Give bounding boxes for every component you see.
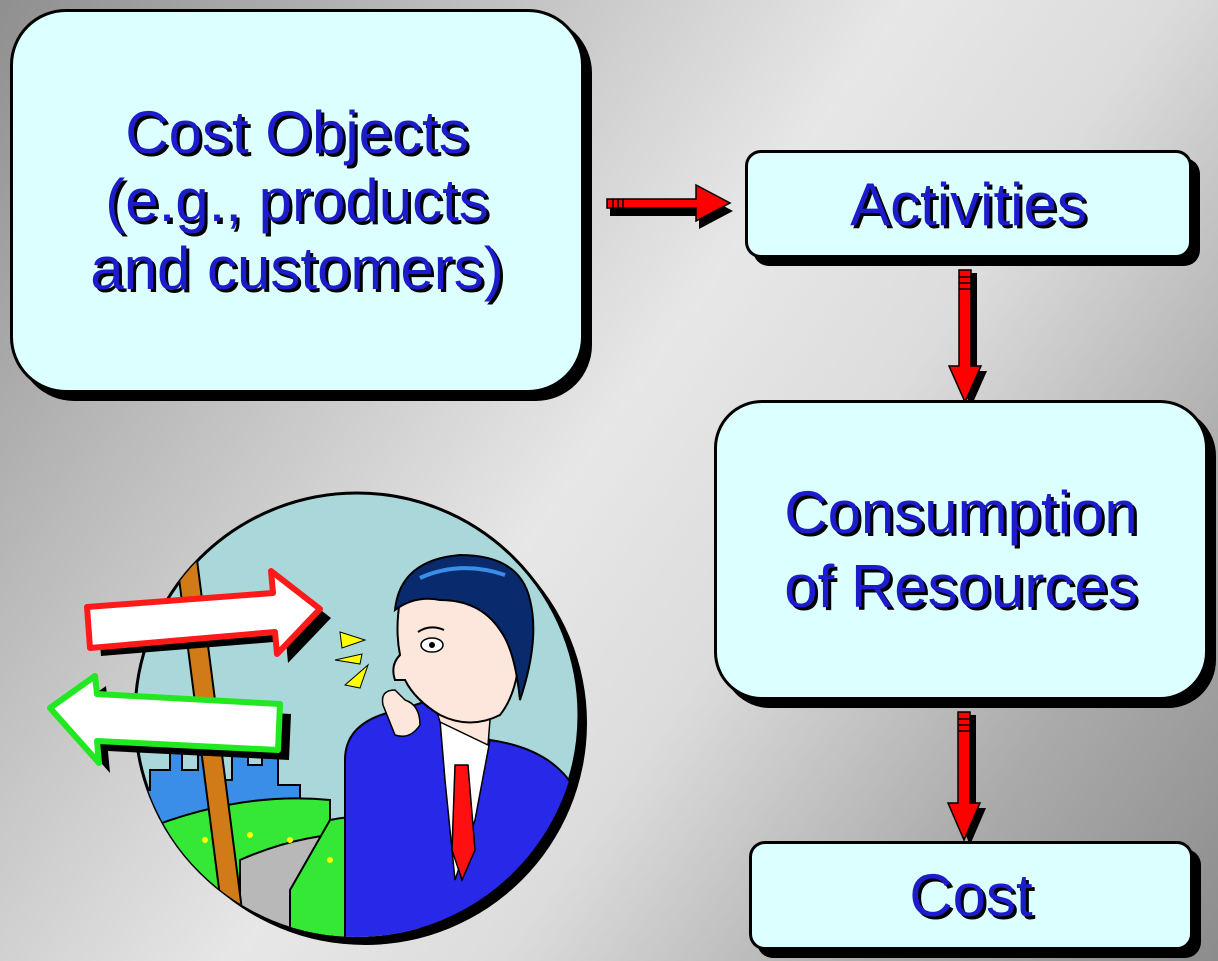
sign-arrow-left-icon: [47, 673, 291, 773]
consumption-line1: Consumption: [784, 479, 1138, 546]
right-arrow-icon: [606, 183, 733, 229]
activities-box: Activities: [745, 150, 1192, 258]
cost-objects-box: Cost Objects (e.g., products and custome…: [10, 9, 584, 393]
down-arrow-icon: [947, 269, 987, 407]
cost-objects-line1: Cost Objects: [125, 99, 469, 166]
cost-objects-line3: and customers): [90, 235, 504, 302]
cost-objects-line2: (e.g., products: [105, 167, 489, 234]
consumption-of-resources-box: Consumption of Resources: [714, 400, 1208, 700]
cost-label: Cost: [909, 862, 1033, 929]
down-arrow-icon: [946, 711, 986, 845]
sign-arrow-right-icon: [84, 568, 331, 663]
activities-label: Activities: [850, 170, 1087, 238]
cost-box: Cost: [749, 841, 1193, 950]
consumption-line2: of Resources: [784, 553, 1138, 620]
